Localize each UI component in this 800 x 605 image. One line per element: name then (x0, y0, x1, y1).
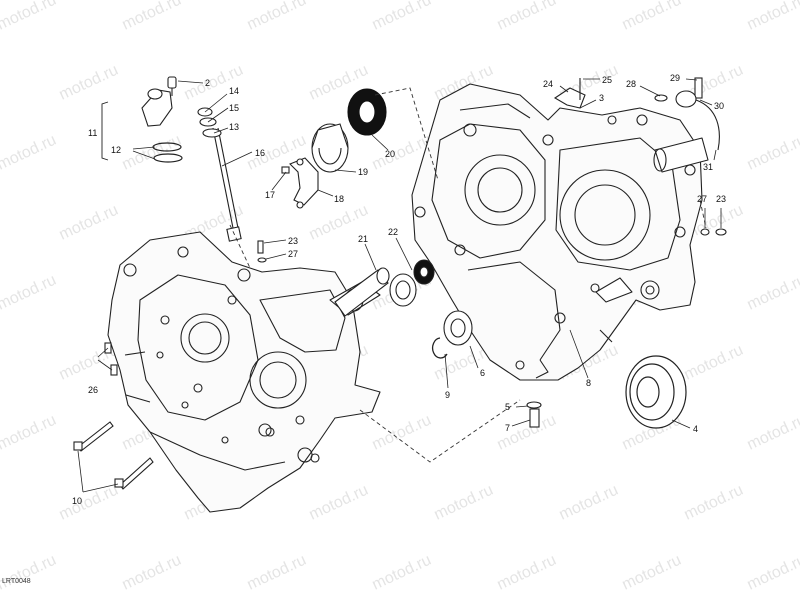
callout-28: 28 (626, 79, 636, 89)
callout-25: 25 (602, 75, 612, 85)
drawing-code: LRT0048 (2, 578, 31, 585)
callout-7: 7 (505, 423, 510, 433)
callout-17: 17 (265, 190, 275, 200)
watermark-text-76: motod.ru (432, 482, 496, 524)
callout-26: 26 (88, 385, 98, 395)
watermark-text-73: motod.ru (57, 482, 121, 524)
watermark-text-46: motod.ru (0, 272, 59, 314)
callout-4: 4 (693, 424, 698, 434)
watermark-text-67: motod.ru (370, 412, 434, 454)
oil-seal-20 (347, 88, 387, 136)
callout-15: 15 (229, 103, 239, 113)
watermark-text-87: motod.ru (620, 552, 684, 594)
callout-3: 3 (599, 93, 604, 103)
watermark-text-13: motod.ru (370, 0, 434, 34)
circlip-9 (431, 337, 448, 359)
watermark-text-28: motod.ru (0, 132, 59, 174)
watermark-text-88: motod.ru (745, 552, 800, 594)
watermark-text-16: motod.ru (745, 0, 800, 34)
bearing-6 (443, 310, 473, 346)
watermark-text-85: motod.ru (370, 552, 434, 594)
callout-29: 29 (670, 73, 680, 83)
callout-23b: 23 (716, 194, 726, 204)
watermark-text-14: motod.ru (495, 0, 559, 34)
clamp-24 (553, 78, 586, 109)
watermark-text-11: motod.ru (120, 0, 184, 34)
watermark-text-82: motod.ru (0, 552, 59, 594)
watermark-text-20: motod.ru (182, 62, 246, 104)
watermark-text-86: motod.ru (495, 552, 559, 594)
watermark-text-12: motod.ru (245, 0, 309, 34)
watermark-text-34: motod.ru (745, 132, 800, 174)
dowel-pin-21 (334, 267, 390, 317)
bearing-22 (389, 259, 435, 307)
watermark-text-15: motod.ru (620, 0, 684, 34)
callout-21: 21 (358, 234, 368, 244)
callout-22: 22 (388, 227, 398, 237)
leader-lines (77, 78, 722, 493)
callout-14: 14 (229, 86, 239, 96)
callout-6: 6 (480, 368, 485, 378)
callout-11-bracket (101, 101, 109, 161)
callout-12: 12 (111, 145, 121, 155)
callout-31: 31 (703, 162, 713, 172)
callout-18: 18 (334, 194, 344, 204)
callout-30: 30 (714, 101, 724, 111)
bolts-10 (73, 421, 154, 490)
callout-27a: 27 (288, 249, 298, 259)
watermark-text-75: motod.ru (307, 482, 371, 524)
pins-23-27 (257, 228, 727, 263)
watermark-text-77: motod.ru (557, 482, 621, 524)
callout-13: 13 (229, 122, 239, 132)
bearing-19 (311, 123, 349, 173)
drain-plug-5-7 (526, 401, 542, 428)
watermark-text-10: motod.ru (0, 0, 59, 34)
watermark-text-78: motod.ru (682, 482, 746, 524)
callout-20: 20 (385, 149, 395, 159)
watermark-text-64: motod.ru (0, 412, 59, 454)
bearing-4 (625, 355, 687, 429)
callout-8: 8 (586, 378, 591, 388)
callout-16: 16 (255, 148, 265, 158)
watermark-text-52: motod.ru (745, 272, 800, 314)
watermark-text-83: motod.ru (120, 552, 184, 594)
oil-filter-cap-assembly (141, 76, 177, 127)
watermark-text-84: motod.ru (245, 552, 309, 594)
callout-19: 19 (358, 167, 368, 177)
callout-23a: 23 (288, 236, 298, 246)
callout-labels: 2 3 4 5 6 7 8 9 10 11 12 13 14 15 16 17 … (72, 73, 726, 506)
watermark-text-37: motod.ru (57, 202, 121, 244)
callout-24: 24 (543, 79, 553, 89)
retainer-plate-18 (289, 157, 319, 209)
watermark-text-70: motod.ru (745, 412, 800, 454)
right-crankcase-half (411, 83, 709, 381)
watermark-text-19: motod.ru (57, 62, 121, 104)
left-crankcase-half (107, 231, 381, 513)
watermark-text-60: motod.ru (682, 342, 746, 384)
callout-2: 2 (205, 78, 210, 88)
callout-5: 5 (505, 402, 510, 412)
callout-11: 11 (88, 128, 97, 138)
watermark-text-29: motod.ru (120, 132, 184, 174)
nut-washer-13-14-15 (197, 107, 222, 138)
callout-9: 9 (445, 390, 450, 400)
sensor-29-31 (654, 77, 720, 151)
callout-27b: 27 (697, 194, 707, 204)
callout-10: 10 (72, 496, 82, 506)
